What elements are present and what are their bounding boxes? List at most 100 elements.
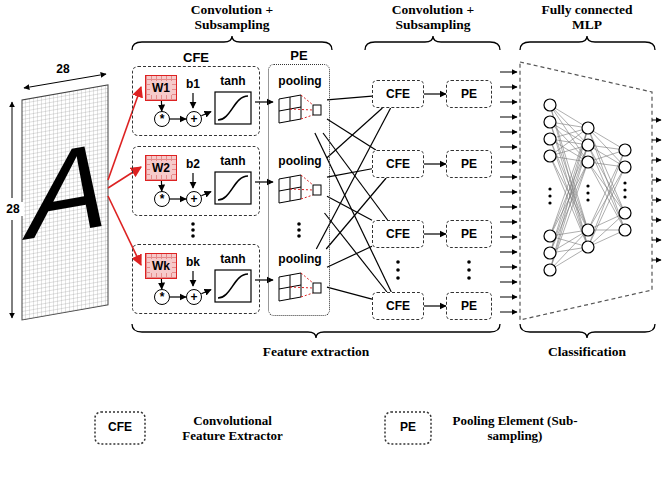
mlp-outline: [520, 62, 652, 320]
node-text: CFE: [386, 87, 410, 101]
input-arrow: [500, 192, 517, 193]
dot: [191, 234, 195, 238]
output-arrow: [652, 260, 661, 261]
operator-circle: +: [186, 111, 202, 127]
input-arrow: [500, 102, 517, 103]
connector: [327, 96, 372, 100]
legend-text: Convolutional Feature Extractor: [170, 413, 295, 443]
weight-kernel: W1: [145, 75, 177, 101]
node-text: W2: [150, 161, 172, 175]
stage-box: PE: [446, 292, 492, 320]
dot: [191, 222, 195, 226]
dot: [548, 194, 551, 197]
input-arrow: [500, 252, 517, 253]
neuron: [544, 264, 556, 276]
pool-output: [313, 283, 321, 293]
pooling-element: pooling: [273, 71, 327, 133]
node-text: pooling: [278, 154, 321, 168]
connector: [170, 198, 186, 199]
bias-arrow: [192, 271, 193, 286]
input-arrow: [500, 132, 517, 133]
activation-box: tanh: [211, 153, 255, 211]
input-arrow: [500, 267, 517, 268]
dot: [548, 187, 551, 190]
output-arrow: [652, 120, 661, 121]
dot: [586, 184, 589, 187]
pooling-element: pooling: [273, 151, 327, 213]
neuron: [582, 224, 594, 236]
section-caption: Classification: [527, 344, 647, 360]
curve-frame: [215, 270, 251, 302]
neuron: [619, 224, 631, 236]
dot: [467, 260, 471, 264]
pooling-element: pooling: [273, 249, 327, 311]
input-letter: A: [22, 122, 114, 258]
neuron: [619, 207, 631, 219]
node-text: +: [190, 113, 197, 125]
neuron: [544, 230, 556, 242]
node-text: CFE: [386, 157, 410, 171]
connector: [327, 246, 372, 267]
output-arrow: [652, 160, 661, 161]
input-arrow: [500, 87, 517, 88]
node-text: tanh: [220, 252, 245, 266]
pool-rays: [290, 273, 313, 297]
connector: [161, 279, 163, 289]
weight-kernel: W2: [145, 155, 177, 181]
neuron: [619, 144, 631, 156]
stage-box: CFE: [372, 80, 424, 108]
legend-sample-box: [385, 412, 431, 444]
node-text: PE: [461, 227, 477, 241]
dot: [297, 234, 301, 238]
cfe-box: Wk*+tanh: [132, 244, 260, 314]
stage-box: PE: [446, 220, 492, 248]
synapse: [588, 162, 625, 230]
connector: [424, 93, 446, 94]
output-arrow: [652, 200, 661, 201]
bias-label: b2: [182, 157, 204, 171]
legend-sample-text: CFE: [95, 420, 145, 434]
activation-box: tanh: [211, 73, 255, 131]
input-arrow: [500, 72, 517, 73]
input-arrow: [500, 312, 517, 313]
input-line: [108, 87, 141, 180]
connector: [161, 101, 163, 111]
brace: [365, 36, 500, 50]
pe-box: PEpoolingpoolingpooling: [268, 64, 330, 316]
node-text: +: [190, 291, 197, 303]
curve: [218, 176, 248, 200]
input-arrow: [500, 222, 517, 223]
synapse: [588, 145, 625, 230]
neuron: [582, 156, 594, 168]
pooling-graphic: [277, 91, 323, 129]
node-text: CFE: [386, 227, 410, 241]
bias-label: bk: [182, 255, 204, 269]
input-arrow: [500, 117, 517, 118]
section-heading: CFE: [113, 50, 279, 65]
dimension-line: [24, 74, 106, 88]
dot: [623, 195, 626, 198]
tanh-curve: [214, 91, 252, 125]
bias-label: b1: [182, 77, 204, 91]
stage-box: CFE: [372, 220, 424, 248]
pool-output: [313, 185, 321, 195]
bias-arrow: [192, 93, 193, 108]
section-heading: PE: [249, 48, 349, 63]
connector: [170, 296, 186, 297]
dot: [297, 228, 301, 232]
dot: [548, 201, 551, 204]
braces: [132, 36, 655, 338]
neuron: [582, 139, 594, 151]
input-line: [108, 167, 141, 188]
operator-circle: *: [154, 289, 170, 305]
brace: [520, 36, 655, 50]
operator-circle: *: [154, 191, 170, 207]
legend-text: Pooling Element (Sub-sampling): [450, 413, 580, 443]
connector: [161, 181, 163, 191]
operator-circle: +: [186, 289, 202, 305]
dot: [396, 268, 400, 272]
node-text: PE: [461, 87, 477, 101]
cfe-box: CFEW1*+tanh: [132, 66, 260, 136]
connector: [327, 169, 372, 177]
